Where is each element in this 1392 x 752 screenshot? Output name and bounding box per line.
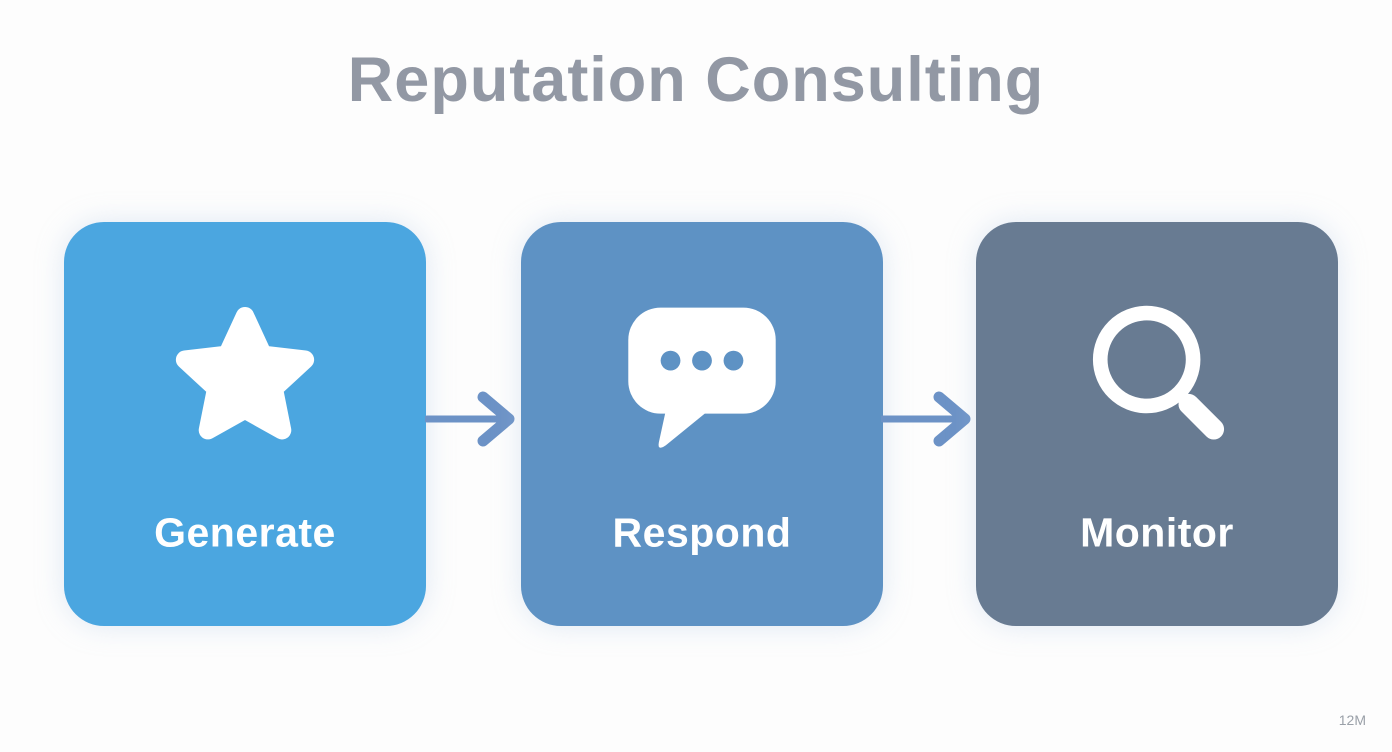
arrow-right-icon — [879, 387, 977, 451]
chat-bubble-icon — [612, 285, 792, 465]
step-box-monitor: Monitor — [976, 222, 1338, 626]
step-label-respond: Respond — [612, 509, 792, 556]
magnifying-glass-icon — [1067, 285, 1247, 465]
watermark-text: 12M — [1338, 712, 1366, 728]
arrow-right-icon — [423, 387, 521, 451]
step-box-respond: Respond — [521, 222, 883, 626]
step-label-generate: Generate — [154, 509, 336, 556]
star-icon — [155, 285, 335, 465]
step-label-monitor: Monitor — [1080, 509, 1234, 556]
step-box-generate: Generate — [64, 222, 426, 626]
page-title: Reputation Consulting — [347, 45, 1045, 115]
